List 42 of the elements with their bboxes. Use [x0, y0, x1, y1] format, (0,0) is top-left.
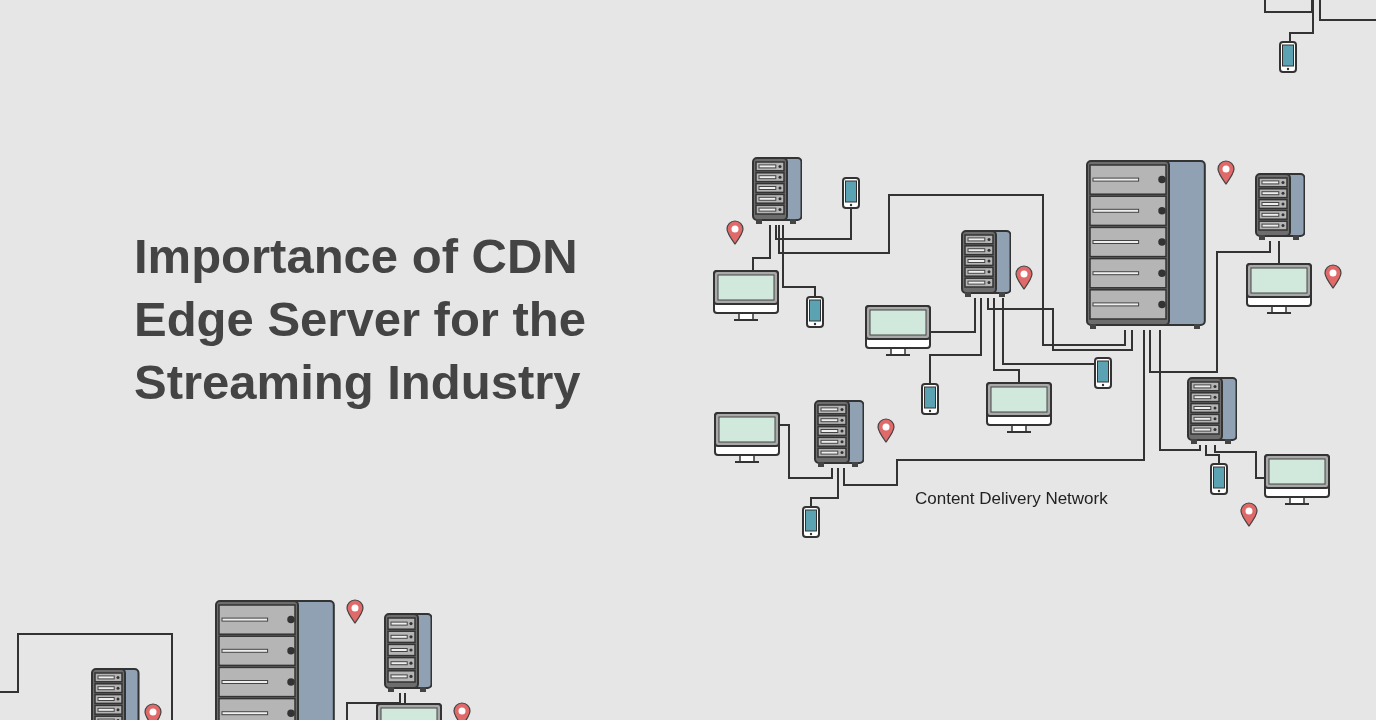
connector-line [929, 297, 982, 384]
connector-line [752, 224, 771, 271]
server-icon [1255, 173, 1305, 241]
connector-line [987, 297, 1133, 351]
phone-icon [921, 383, 939, 415]
connector-line [1159, 329, 1201, 451]
monitor-icon [986, 382, 1052, 434]
connector-line [779, 424, 833, 479]
network-caption: Content Delivery Network [915, 489, 1108, 509]
server-icon [1187, 377, 1237, 445]
connector-line [346, 692, 401, 720]
phone-icon [1094, 357, 1112, 389]
phone-icon [802, 506, 820, 538]
monitor-icon [714, 412, 780, 464]
connector-line [843, 329, 1145, 486]
connector-line [1289, 0, 1314, 42]
connector-line [1205, 444, 1220, 464]
connector-line [930, 297, 976, 333]
server-icon [384, 613, 432, 693]
connector-line [775, 208, 852, 240]
phone-icon [1279, 41, 1297, 73]
server-icon [814, 400, 864, 468]
server-icon [961, 230, 1011, 298]
monitor-icon [865, 305, 931, 357]
connector-line [810, 467, 839, 507]
monitor-icon [1264, 454, 1330, 506]
phone-icon [842, 177, 860, 209]
phone-icon [1210, 463, 1228, 495]
connector-line [993, 297, 1020, 383]
connector-line [1149, 240, 1271, 373]
connector-line [404, 692, 406, 704]
title: Importance of CDN Edge Server for the Streaming Industry [134, 228, 588, 411]
connector-line [1002, 297, 1095, 365]
connector-line [782, 224, 816, 297]
monitor-icon [713, 270, 779, 322]
connector-line [1278, 240, 1280, 264]
connector-line [778, 194, 1126, 346]
connector-line [1214, 444, 1265, 479]
phone-icon [806, 296, 824, 328]
server-icon [1086, 160, 1206, 330]
monitor-icon [1246, 263, 1312, 315]
server-icon [752, 157, 802, 225]
